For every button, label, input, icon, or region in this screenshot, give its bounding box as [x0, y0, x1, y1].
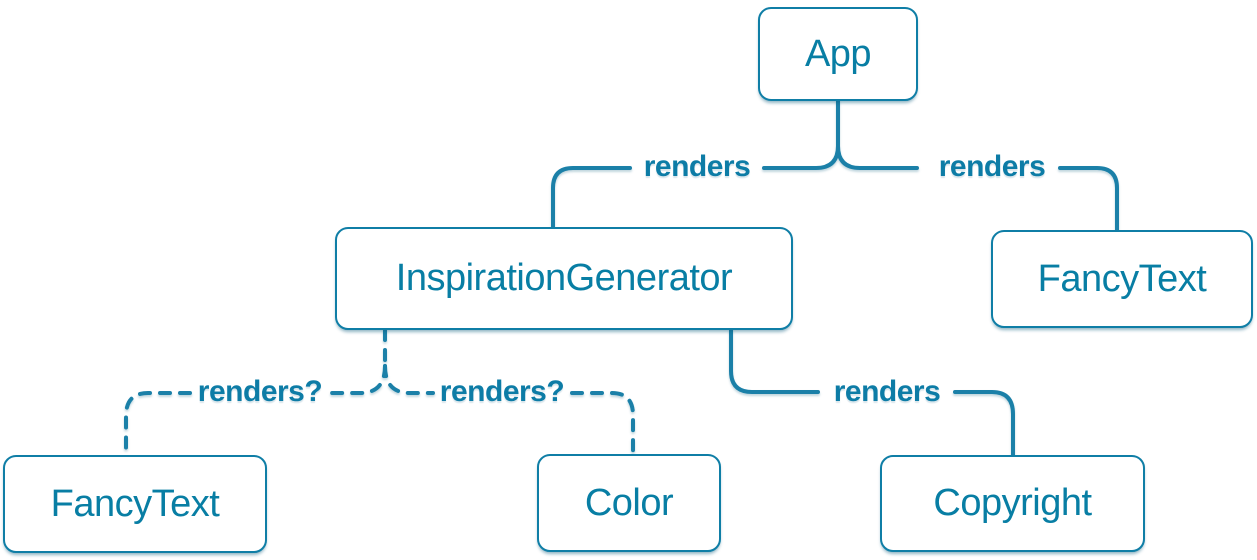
- edge-app-to-fancytext-segment-2: [1058, 166, 1119, 233]
- edge-inspirationgenerator-to-color-dashed-segment-1: [383, 364, 435, 395]
- node-label-inspiration-generator: InspirationGenerator: [395, 257, 733, 299]
- node-fancy-text-bottom: FancyText: [3, 455, 267, 553]
- node-label-fancy-text-bottom: FancyText: [50, 482, 220, 525]
- edge-inspirationgenerator-to-fancytext-dashed-segment-1: [330, 364, 387, 395]
- edge-label-app-renders-fancytext: renders: [938, 150, 1046, 183]
- edge-label-inspirationgenerator-renders-copyright: renders: [833, 375, 941, 408]
- edge-inspirationgenerator-to-copyright-segment-1: [729, 328, 820, 394]
- edge-label-app-renders-inspirationgenerator: renders: [643, 150, 751, 183]
- node-label-fancy-text-top: FancyText: [1037, 257, 1207, 300]
- node-label-app: App: [804, 32, 872, 75]
- edge-inspirationgenerator-to-copyright-segment-2: [953, 390, 1015, 458]
- edge-inspirationgenerator-to-color-dashed-segment-2: [570, 391, 635, 457]
- edge-label-inspirationgenerator-renders-color: renders?: [439, 375, 565, 408]
- edge-inspirationgenerator-to-fancytext-dashed-segment-2: [124, 391, 192, 458]
- edge-app-to-inspirationgenerator-segment-2: [551, 166, 632, 230]
- node-label-color: Color: [584, 481, 674, 524]
- node-copyright: Copyright: [880, 455, 1145, 552]
- node-inspiration-generator: InspirationGenerator: [335, 227, 793, 330]
- node-color: Color: [537, 454, 721, 552]
- node-label-copyright: Copyright: [933, 482, 1092, 524]
- edge-app-to-inspirationgenerator-segment-1: [762, 99, 840, 170]
- node-fancy-text-top: FancyText: [991, 230, 1253, 328]
- node-app: App: [758, 7, 918, 101]
- edge-app-to-fancytext-segment-1: [836, 144, 919, 170]
- edge-label-inspirationgenerator-renders-fancytext: renders?: [197, 375, 323, 408]
